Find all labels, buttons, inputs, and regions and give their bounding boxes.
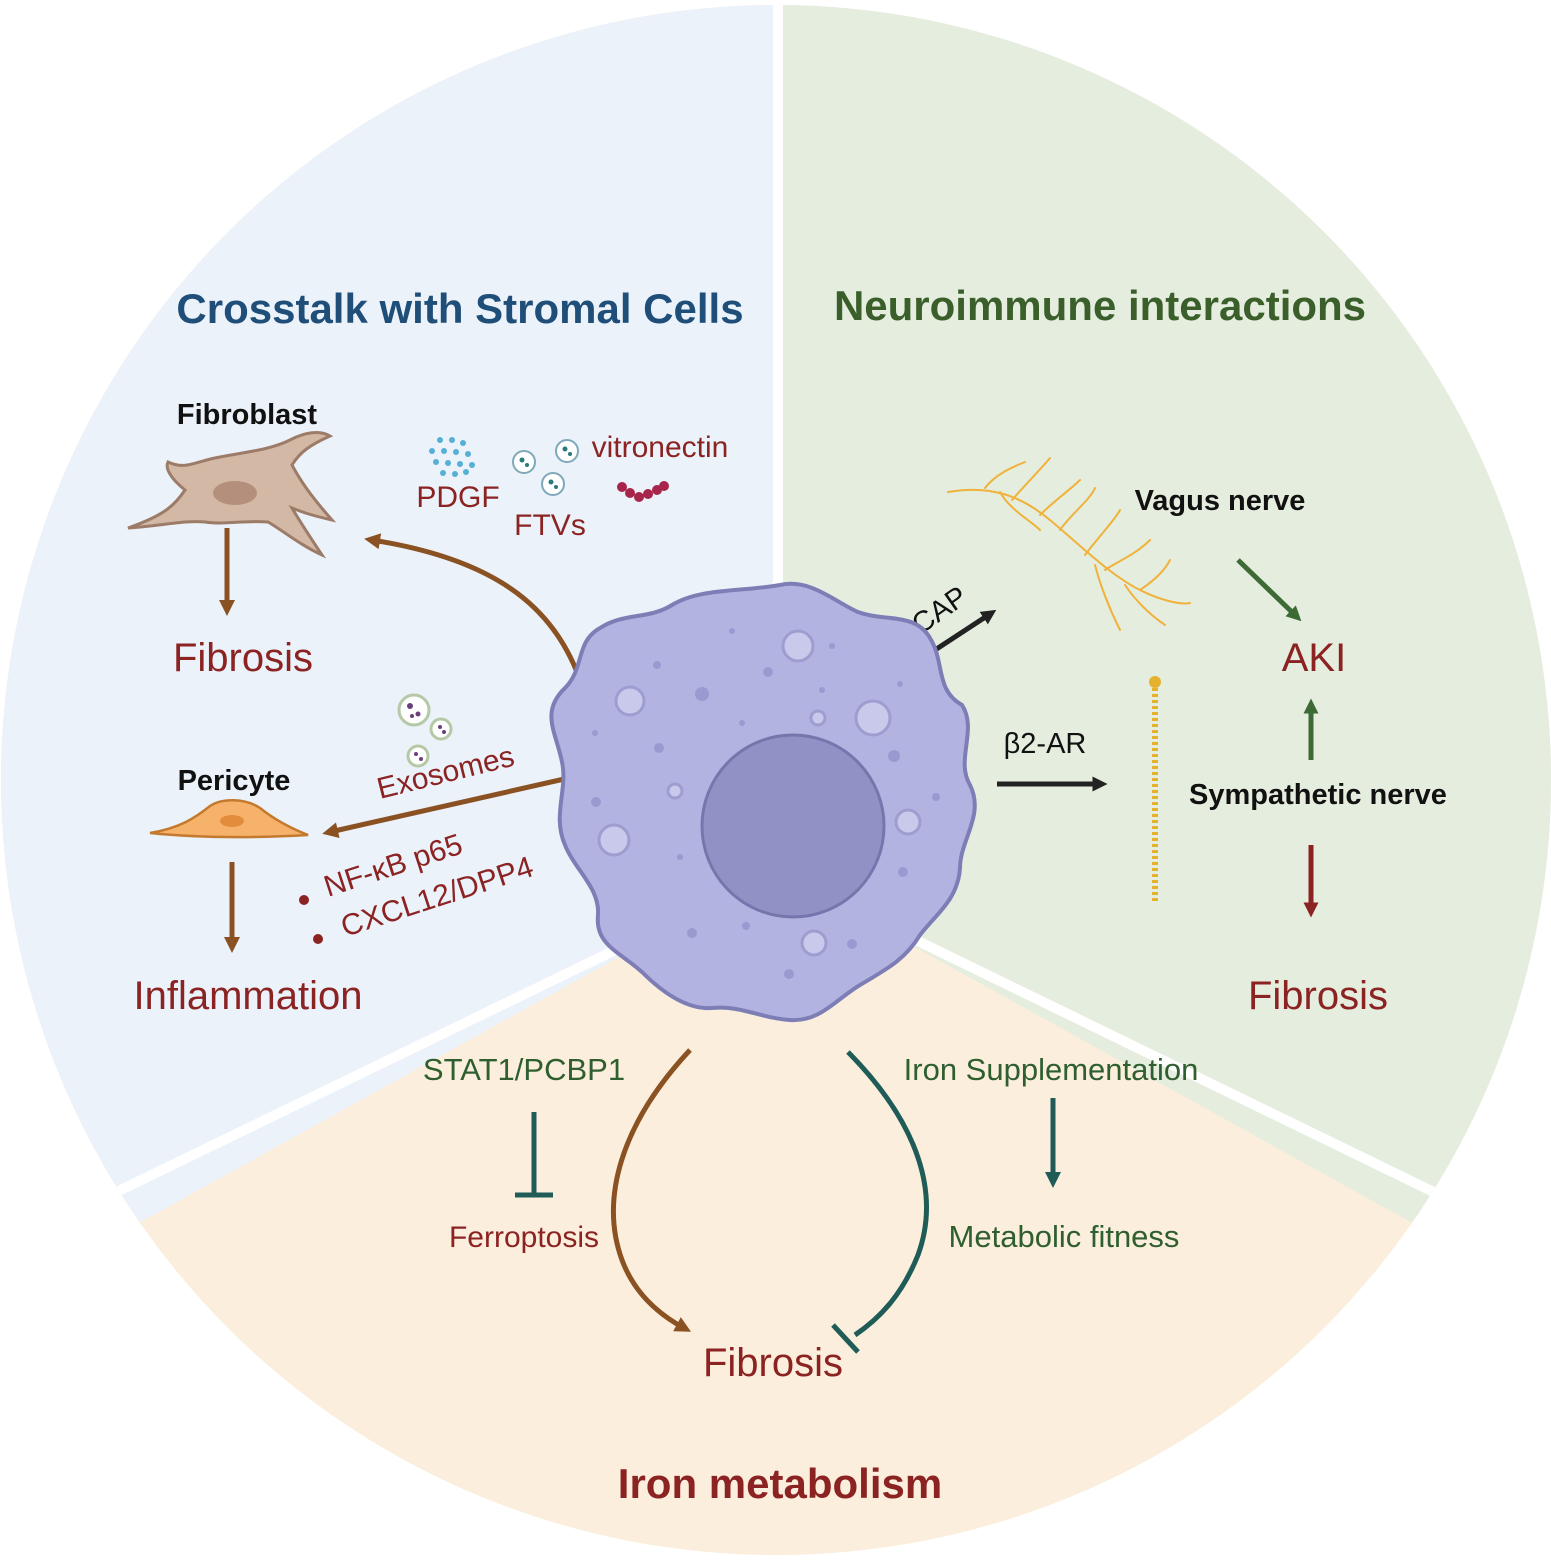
ferroptosis-label: Ferroptosis — [449, 1221, 599, 1254]
beta2-ar-label: β2-AR — [1004, 728, 1087, 760]
arrow-macrophage-to-fibroblast — [364, 533, 588, 696]
arrow-macrophage-to-pericyte — [322, 772, 583, 839]
iron-title: Iron metabolism — [618, 1460, 942, 1507]
sympathetic-nerve-icon — [1149, 676, 1161, 902]
vitronectin-chain-icon — [617, 481, 669, 502]
pathway-bullet-1 — [299, 895, 309, 905]
metabolic-fitness-label: Metabolic fitness — [949, 1219, 1180, 1254]
pericyte-label: Pericyte — [178, 765, 291, 797]
ftvs-label: FTVs — [514, 509, 586, 542]
stat1-pcbp1-label: STAT1/PCBP1 — [423, 1052, 625, 1087]
inhibit-bar-fibrosis — [831, 1323, 860, 1354]
aki-label: AKI — [1282, 636, 1346, 680]
inhibit-ferroptosis — [515, 1112, 553, 1198]
macrophage-cell-icon — [549, 581, 977, 1023]
fibroblast-label: Fibroblast — [177, 399, 318, 431]
iron-supplementation-label: Iron Supplementation — [904, 1052, 1199, 1087]
pdgf-particles-icon — [429, 437, 475, 477]
neuro-sector-bg — [776, 5, 1551, 1300]
pericyte-icon — [149, 799, 309, 839]
stromal-title: Crosstalk with Stromal Cells — [176, 285, 743, 332]
ftv-vesicle-icon — [512, 439, 579, 496]
pdgf-label: PDGF — [416, 481, 499, 514]
fibroblast-icon — [127, 431, 337, 559]
sympathetic-nerve-label: Sympathetic nerve — [1189, 779, 1447, 811]
exosome-vesicle-icon — [397, 693, 453, 768]
neuro-title: Neuroimmune interactions — [834, 282, 1366, 329]
fibroblast-fibrosis-label: Fibrosis — [173, 636, 313, 680]
vitronectin-label: vitronectin — [592, 431, 729, 464]
ftv-cargo-dots — [519, 446, 572, 489]
arrow-vagus-to-aki — [1236, 558, 1302, 622]
stromal-sector-bg — [1, 5, 776, 1300]
arrow-stat-to-fibrosis — [611, 1048, 692, 1332]
arrow-cap — [933, 609, 997, 653]
inhibit-supplement-fibrosis — [846, 1050, 929, 1338]
vagus-nerve-label: Vagus nerve — [1135, 485, 1306, 517]
iron-fibrosis-label: Fibrosis — [703, 1341, 843, 1385]
neuro-fibrosis-label: Fibrosis — [1248, 974, 1388, 1018]
pathway-bullet-2 — [313, 934, 323, 944]
pericyte-inflammation-label: Inflammation — [134, 974, 363, 1018]
vagus-nerve-icon — [947, 457, 1191, 631]
